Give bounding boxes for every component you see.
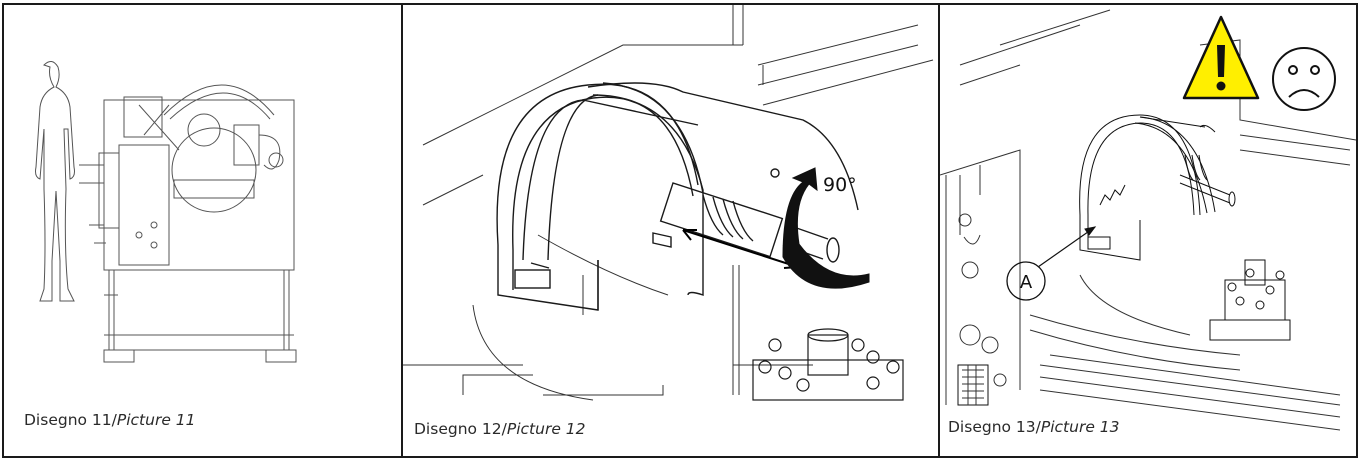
warning-triangle-icon — [1182, 15, 1260, 100]
panel-picture-13: A Disegno 13/Picture 13 — [940, 5, 1356, 456]
caption-picture-13: Disegno 13/Picture 13 — [948, 418, 1120, 436]
lathe-operator-drawing — [35, 61, 297, 363]
panel-picture-12: 90° Disegno 12/Picture 12 — [403, 5, 938, 456]
chuck-guard-rotation-drawing: 90° — [403, 5, 934, 401]
callout-label: A — [1020, 272, 1033, 293]
callout-a: A — [1006, 226, 1097, 301]
rotation-label: 90° — [823, 174, 857, 196]
lathe-machine — [79, 84, 297, 363]
panel-picture-11: Disegno 11/Picture 11 — [4, 5, 401, 456]
operator-figure — [35, 61, 75, 302]
caption-english: Picture 11 — [116, 411, 196, 429]
sad-face-icon — [1272, 47, 1336, 111]
caption-italian: Disegno 13/ — [948, 418, 1041, 436]
rotate-arrow — [782, 167, 870, 289]
caption-picture-12: Disegno 12/Picture 12 — [414, 420, 586, 438]
caption-italian: Disegno 12/ — [414, 420, 507, 438]
panel-divider-2 — [938, 3, 940, 458]
chuck-guard — [1079, 114, 1236, 261]
guard-open-hazard-drawing: A — [940, 9, 1356, 431]
toolpost — [1209, 259, 1291, 341]
toolpost — [752, 328, 904, 401]
caption-picture-11: Disegno 11/Picture 11 — [24, 411, 196, 429]
caption-english: Picture 12 — [506, 420, 586, 438]
caption-italian: Disegno 11/ — [24, 411, 117, 429]
panel-divider-1 — [401, 3, 403, 458]
chuck-guard — [496, 82, 859, 311]
caption-english: Picture 13 — [1040, 418, 1120, 436]
figure-table — [2, 3, 1358, 458]
